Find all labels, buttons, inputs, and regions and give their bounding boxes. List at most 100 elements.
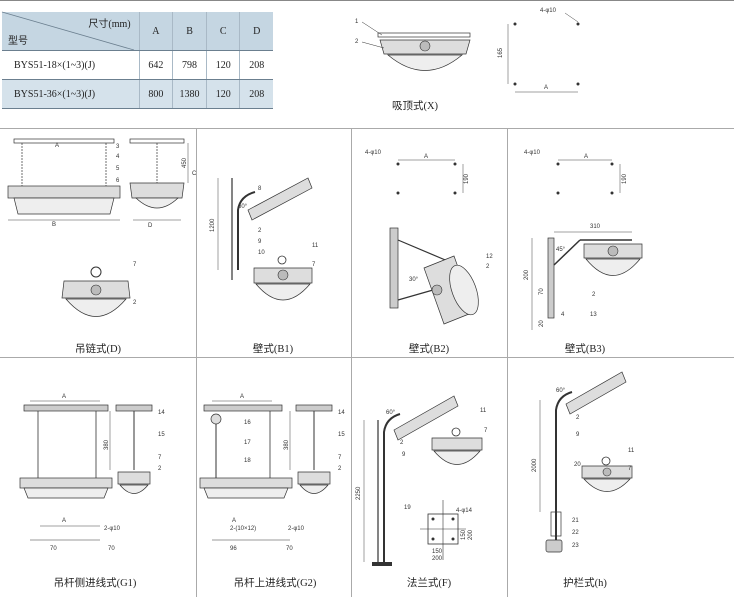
model-cell: BYS51-36×(1~3)(J) <box>2 79 140 109</box>
dimension-label: 96 <box>230 546 237 552</box>
dimension-label: 20 <box>539 320 545 327</box>
value-cell: 208 <box>239 79 273 109</box>
caption-wall-b3: 壁式(B3) <box>564 344 606 355</box>
dimension-label: 165 <box>498 47 504 58</box>
header-model-label: 型号 <box>8 36 28 47</box>
caption-rail: 护栏式(h) <box>563 578 607 589</box>
grid-line <box>351 128 352 597</box>
callout-number: 18 <box>244 458 251 464</box>
callout-number: 15 <box>338 432 345 438</box>
callout-number: 7 <box>628 466 632 472</box>
callout-number: 2 <box>576 415 580 421</box>
caption-rod-side: 吊杆侧进线式(G1) <box>53 578 137 589</box>
dimension-label: 70 <box>539 288 545 295</box>
hole-spec-label: 2-φ10 <box>288 526 305 532</box>
col-header-c: C <box>205 12 240 51</box>
callout-number: 9 <box>258 239 262 245</box>
hole-spec-label: 2-(10×12) <box>230 526 256 532</box>
diagonal-divider <box>1 11 135 51</box>
callout-number: 2 <box>400 440 404 446</box>
callout-number: 2 <box>133 300 137 306</box>
callout-number: 8 <box>258 186 262 192</box>
dimension-label: 190 <box>622 173 628 184</box>
callout-number: 5 <box>116 166 120 172</box>
dimension-label: 70 <box>50 546 57 552</box>
model-cell: BYS51-18×(1~3)(J) <box>2 50 140 80</box>
dimension-label: C <box>192 171 197 177</box>
caption-wall-b1: 壁式(B1) <box>252 344 294 355</box>
dimension-label: A <box>62 518 66 524</box>
callout-number: 7 <box>312 262 316 268</box>
callout-number: 11 <box>480 408 487 414</box>
value-cell: 120 <box>205 50 240 80</box>
dimension-label: 310 <box>590 224 601 230</box>
dimension-label: 70 <box>108 546 115 552</box>
dimension-label: A <box>240 394 244 400</box>
callout-number: 2 <box>258 228 262 234</box>
dimension-label: B <box>52 222 56 228</box>
dimension-label: 4 <box>561 312 565 318</box>
callout-number: 13 <box>590 312 597 318</box>
dimension-label: 200 <box>432 556 443 562</box>
callout-number: 9 <box>576 432 580 438</box>
value-cell: 120 <box>205 79 240 109</box>
callout-number: 2 <box>486 264 490 270</box>
value-cell: 1380 <box>172 79 207 109</box>
grid-line <box>196 128 197 597</box>
dimension-label: 2250 <box>356 486 362 500</box>
callout-number: 7 <box>133 262 137 268</box>
dimension-label: 150 <box>432 549 443 555</box>
dimension-label: A <box>55 143 59 149</box>
header-dims-label: 尺寸(mm) <box>88 19 131 30</box>
dimension-label: A <box>232 518 236 524</box>
col-header-b: B <box>172 12 207 51</box>
callout-number: 2 <box>338 466 342 472</box>
angle-label: 45° <box>556 247 566 253</box>
dimension-label: 200 <box>524 269 530 280</box>
dimension-label: A <box>62 394 66 400</box>
callout-number: 21 <box>572 518 579 524</box>
col-header-a: A <box>138 12 173 51</box>
dimension-label: 380 <box>104 439 110 450</box>
dimension-label: A <box>584 154 588 160</box>
callout-number: 15 <box>158 432 165 438</box>
callout-number: 9 <box>402 452 406 458</box>
callout-number: 7 <box>338 455 342 461</box>
callout-number: 2 <box>158 466 162 472</box>
callout-number: 2 <box>592 292 596 298</box>
callout-number: 4 <box>116 154 120 160</box>
callout-number: 14 <box>158 410 165 416</box>
callout-number: 6 <box>116 178 120 184</box>
grid-line <box>0 357 734 358</box>
angle-label: 60° <box>386 410 396 416</box>
callout-number: 2 <box>355 39 359 45</box>
callout-number: 16 <box>244 420 251 426</box>
callout-number: 11 <box>312 243 319 249</box>
caption-ceiling: 吸顶式(X) <box>391 101 439 112</box>
dimension-label: 150 <box>461 529 467 540</box>
grid-line <box>507 128 508 597</box>
table-corner-cell: 尺寸(mm) 型号 <box>1 11 140 51</box>
callout-number: 22 <box>572 530 579 536</box>
dimension-label: 2000 <box>532 458 538 472</box>
caption-rod-top: 吊杆上进线式(G2) <box>233 578 317 589</box>
callout-number: 7 <box>158 455 162 461</box>
dimension-label: 450 <box>182 157 188 168</box>
hole-spec-label: 4-φ14 <box>456 508 473 514</box>
dimension-table: 尺寸(mm) 型号 A B C D BYS51-18×(1~3)(J) 642 … <box>1 11 273 109</box>
callout-number: 1 <box>355 19 359 25</box>
callout-number: 11 <box>628 448 635 454</box>
angle-label: 30° <box>409 277 419 283</box>
callout-number: 14 <box>338 410 345 416</box>
